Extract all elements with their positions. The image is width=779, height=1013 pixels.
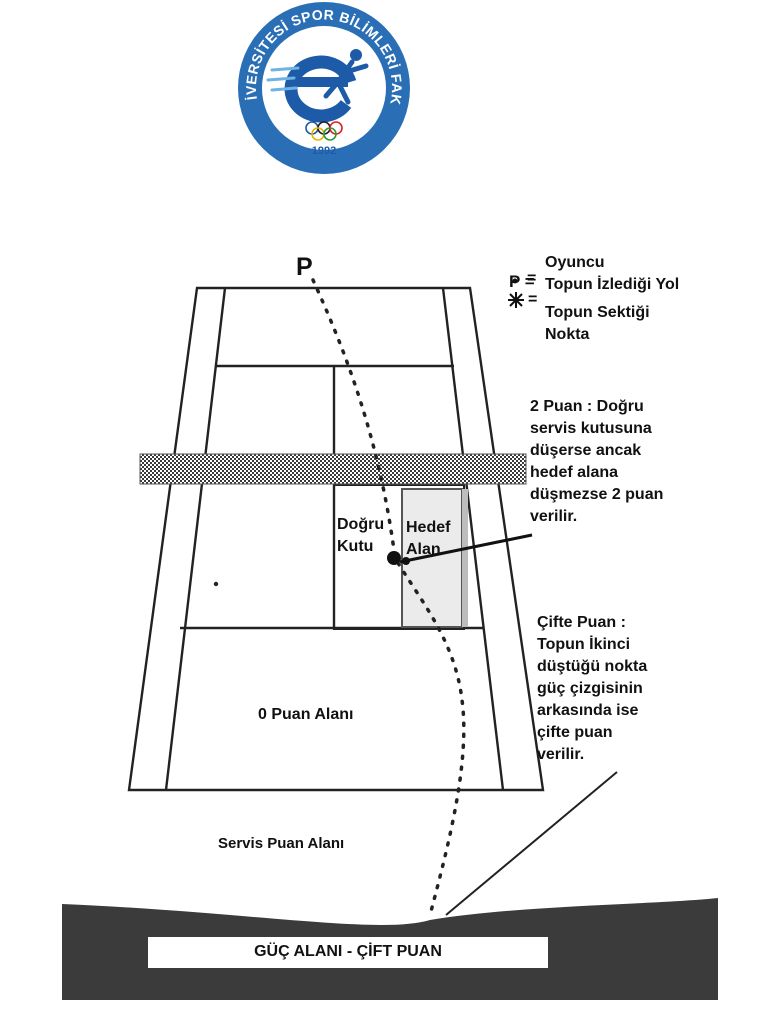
bounce-point [387,551,401,565]
legend-equals-2: = [527,270,537,287]
serve-area-label: Servis Puan Alanı [218,835,345,852]
legend-equals-1: = [520,272,535,291]
court-outline [127,286,545,792]
target-area-label: Hedef Alan [406,519,451,558]
legend-bounce-icon [508,292,524,308]
logo-year: 1992 [312,145,336,157]
player-marker: P [296,253,313,281]
correct-box-label: Doğru Kutu [337,516,385,555]
net [139,453,527,485]
power-area-label: GÜÇ ALANI - ÇİFT PUAN [254,943,442,960]
power-area-label-box [148,937,548,968]
faculty-logo: EGE ÜNİVERSİTESİ SPOR BİLİMLERİ FAKÜLTES… [232,0,410,174]
target-area [401,488,463,628]
legend-p: P [509,272,521,291]
legend-player-label: Oyuncu [545,254,605,271]
legend-path-label: Topun İzlediği Yol [545,276,680,293]
singles-sideline-right [441,287,505,791]
zero-area-label: 0 Puan Alanı [258,706,354,723]
legend-path-dot [512,278,518,284]
legend-equals-3: = [528,291,538,308]
singles-sideline-left [164,287,227,791]
double-points-note: Çifte Puan : Topun İkinci düştüğü nokta … [537,614,648,763]
legend-player-symbol: P = [509,252,535,292]
double-points-pointer [445,771,618,916]
target-pointer-line [399,533,533,564]
two-points-note: 2 Puan : Doğru servis kutusuna düşerse a… [530,398,664,525]
legend-bounce-label: Topun Sektiği Nokta [545,304,650,343]
ball-path [311,278,466,917]
